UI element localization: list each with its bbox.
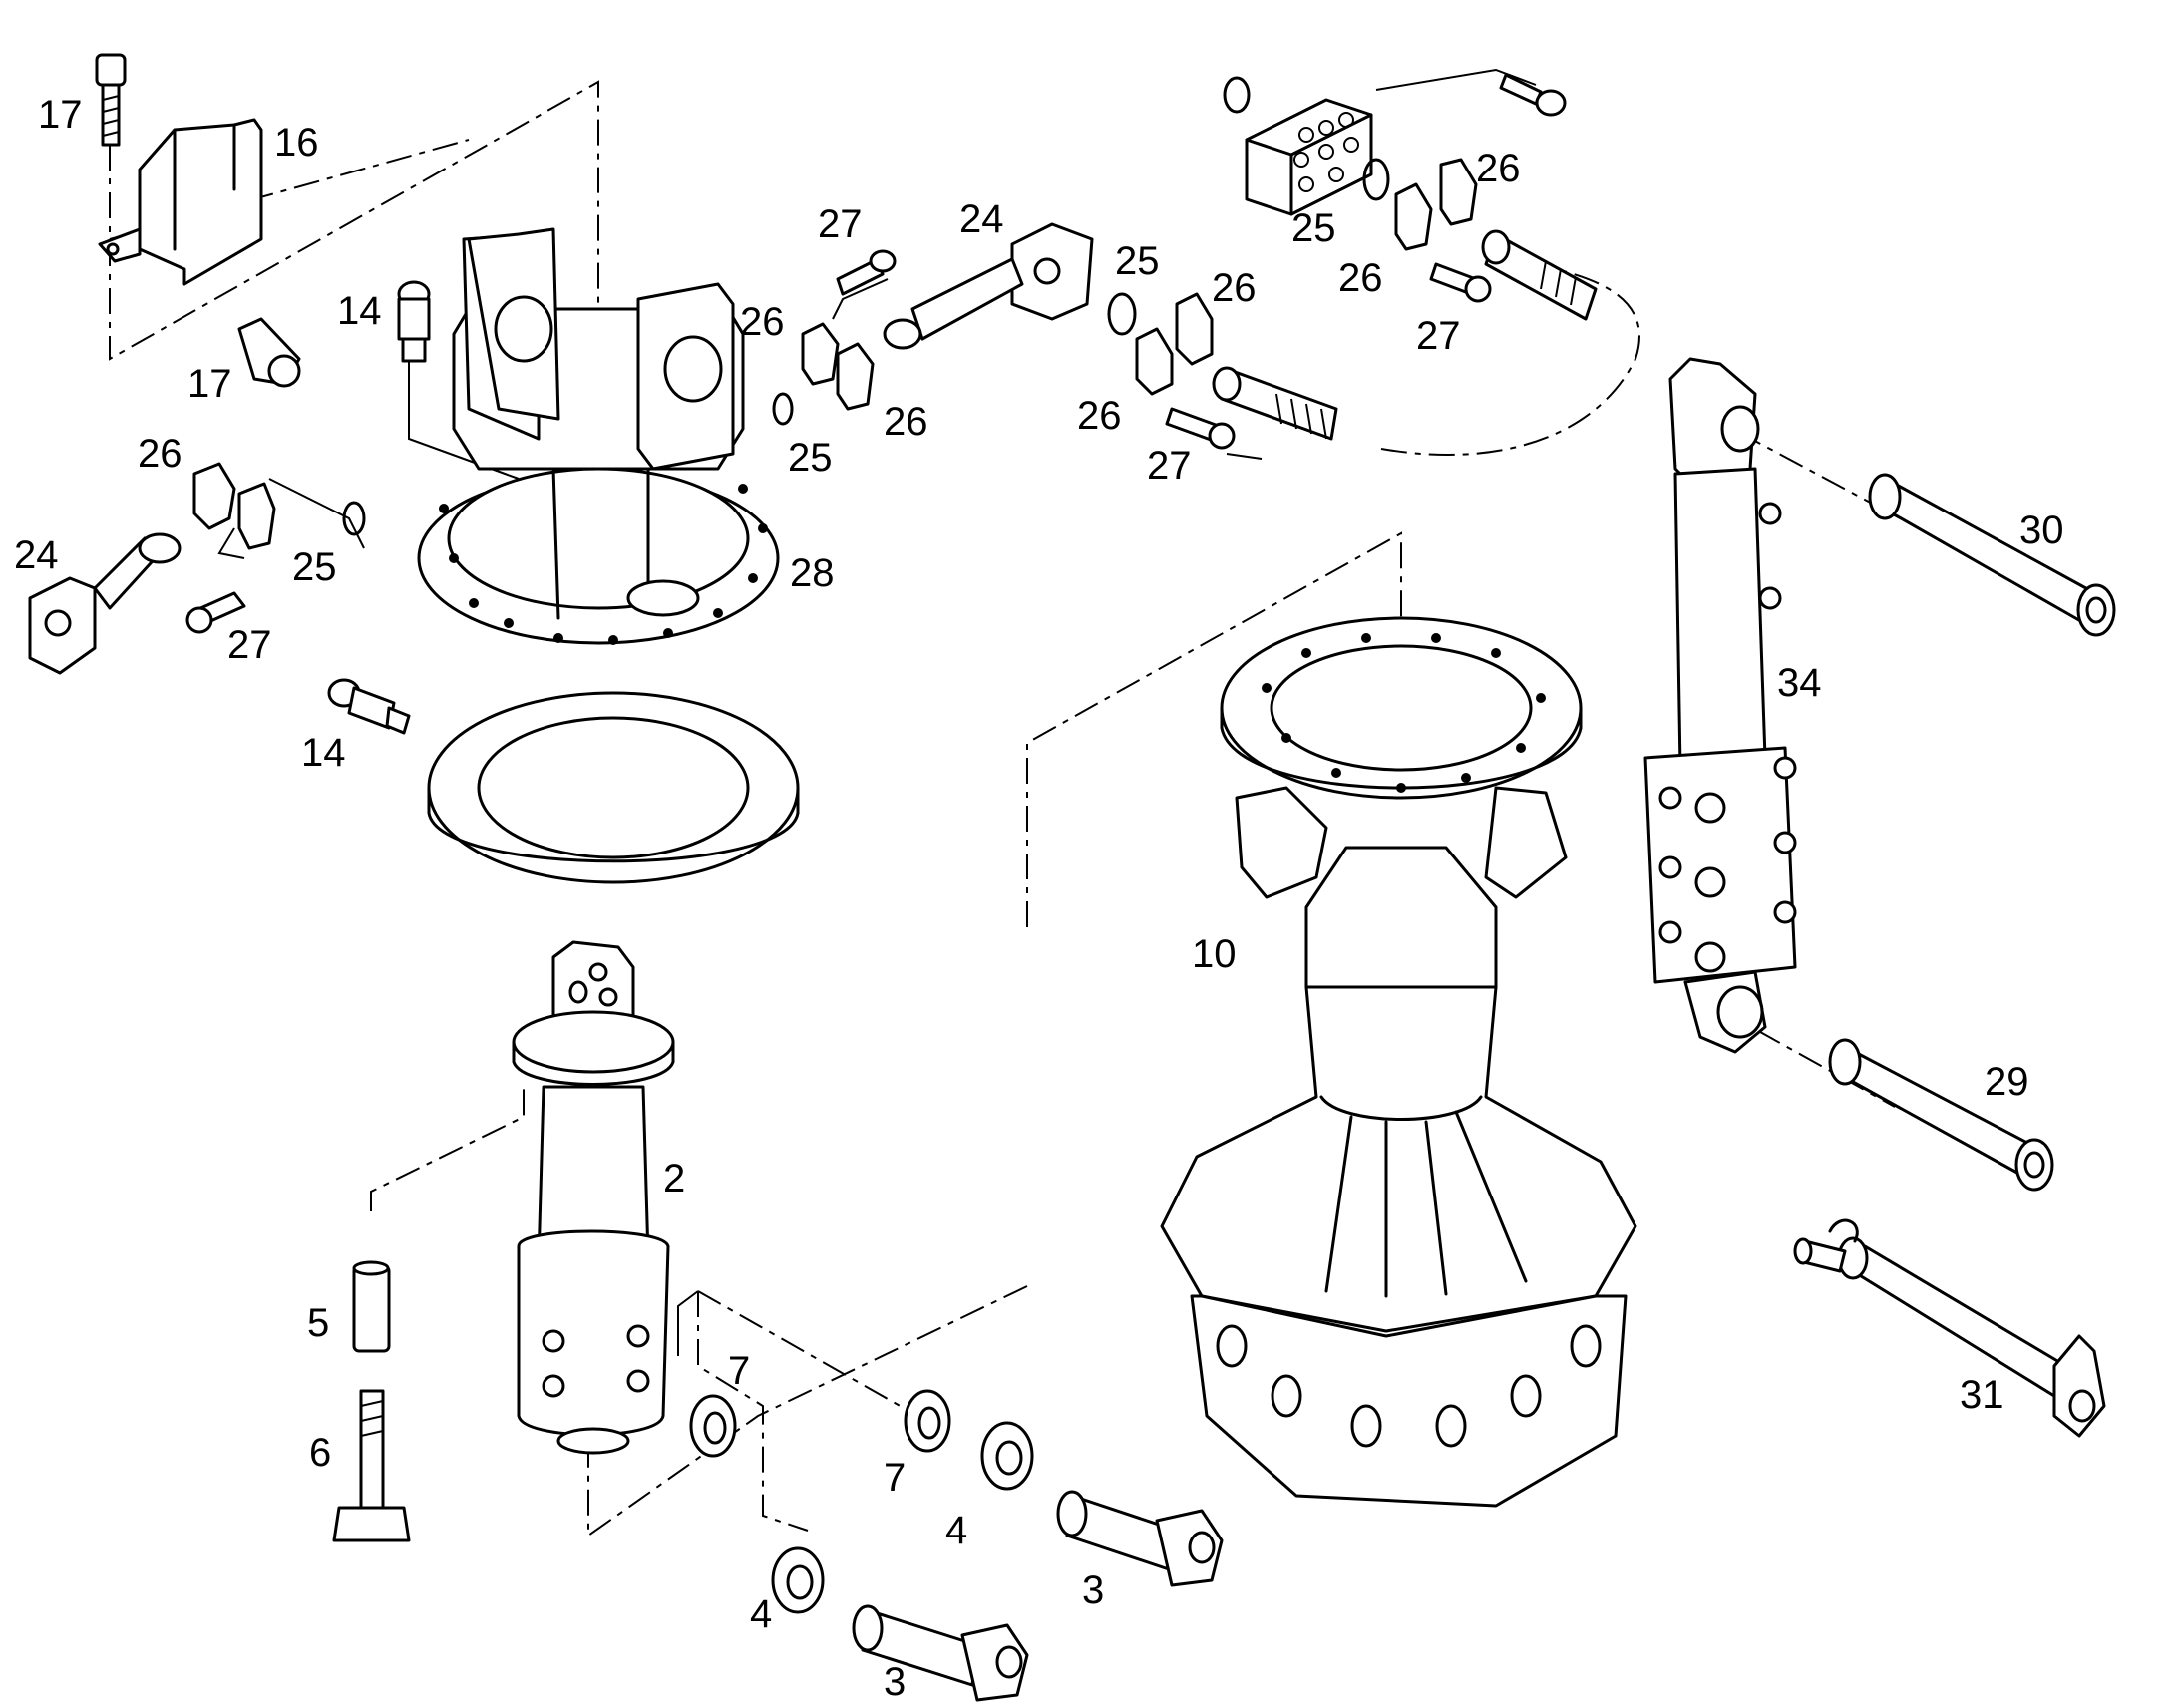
callout-26-upper-right-a: 26 [1476, 147, 1521, 190]
callout-14-upper: 14 [337, 289, 382, 333]
screw-27-upper-right [1429, 262, 1492, 303]
callout-26-upper-right-b: 26 [1338, 256, 1383, 300]
callout-7-right: 7 [884, 1456, 906, 1500]
o-ring-25-center-right [1107, 292, 1137, 336]
callout-27-left: 27 [227, 623, 272, 667]
fitting-3-right [1056, 1490, 1224, 1587]
callout-26-center-upper: 26 [740, 300, 785, 344]
o-ring-25-center-left [772, 392, 794, 426]
half-clamps-26-upper-right [1394, 158, 1478, 251]
turntable-housing-28 [417, 227, 780, 645]
callout-14-lower: 14 [301, 731, 346, 775]
callout-28: 28 [790, 551, 835, 595]
callout-31: 31 [1960, 1373, 2004, 1417]
hydraulic-cylinder-34 [1643, 357, 1797, 1054]
o-ring-25-upper-right [1362, 158, 1390, 201]
callout-27-upper-right: 27 [1416, 314, 1461, 358]
callout-7-left: 7 [728, 1349, 750, 1393]
screw-27-center-right [1165, 407, 1236, 450]
callout-25-upper-right: 25 [1291, 206, 1336, 250]
washer-4-right [980, 1421, 1034, 1491]
flange-24-center [883, 222, 1094, 350]
callout-3-right: 3 [1082, 1568, 1104, 1612]
washer-7-left [689, 1394, 737, 1458]
callout-26-center-lower: 26 [884, 400, 928, 444]
screw-top-right [1499, 73, 1567, 117]
bolt-17-top [95, 53, 127, 147]
callout-25-center-left: 25 [788, 436, 833, 480]
callout-24-left: 24 [14, 533, 59, 577]
callout-26-right-lower: 26 [1077, 394, 1122, 438]
rotary-joint-2 [512, 940, 675, 1455]
slewing-ring-bearing [427, 691, 800, 884]
pin-29 [1828, 1038, 2054, 1192]
screw-27-left [185, 591, 246, 634]
bolt-6 [332, 1389, 411, 1542]
callout-10: 10 [1192, 932, 1237, 976]
swivel-fitting-upper-right [1481, 229, 1598, 321]
callout-30: 30 [2019, 509, 2064, 552]
callout-6: 6 [309, 1431, 331, 1475]
main-column-10 [1160, 616, 1637, 1508]
half-clamps-26-left [192, 462, 276, 550]
pin-30 [1868, 473, 2116, 637]
callout-4-left: 4 [750, 1592, 772, 1636]
fitting-3-left [852, 1604, 1029, 1702]
pin-31 [1793, 1218, 2106, 1438]
callout-2: 2 [663, 1157, 685, 1200]
o-ring-25-left [342, 501, 366, 536]
callout-3-left: 3 [884, 1660, 906, 1704]
bolt-17-lower [237, 317, 301, 388]
callout-34: 34 [1777, 661, 1822, 705]
callout-24-center: 24 [959, 197, 1004, 241]
grease-nipple-14-upper [397, 280, 431, 363]
callout-5: 5 [307, 1301, 329, 1345]
washer-4-left [771, 1546, 825, 1614]
sleeve-5 [352, 1260, 391, 1353]
callout-27-center-right: 27 [1147, 444, 1192, 488]
grease-nipple-14-lower [327, 678, 411, 735]
swivel-fitting-right [1212, 366, 1338, 441]
half-clamps-26-right [1135, 292, 1214, 396]
half-clamps-26-center [801, 322, 875, 411]
callout-17-top: 17 [38, 93, 83, 137]
callout-26-left: 26 [138, 432, 182, 476]
flange-24-left [28, 532, 182, 675]
washer-7-right [904, 1389, 951, 1453]
callout-16: 16 [274, 121, 319, 165]
callout-4-right: 4 [945, 1509, 967, 1552]
callout-25-left: 25 [292, 545, 337, 589]
callout-27-upper-center: 27 [818, 202, 863, 246]
cover-plate-16 [98, 118, 263, 286]
callout-29: 29 [1985, 1060, 2029, 1104]
callout-26-right-upper: 26 [1212, 266, 1257, 310]
callout-labels: 17 16 17 14 26 24 25 27 28 14 27 24 26 2… [14, 93, 2064, 1704]
screw-27-upper-center [836, 249, 897, 296]
callout-17-lower: 17 [187, 362, 232, 406]
o-ring-top-right [1223, 76, 1251, 114]
callout-25-center-right: 25 [1115, 239, 1160, 283]
manifold-block [1245, 98, 1373, 216]
